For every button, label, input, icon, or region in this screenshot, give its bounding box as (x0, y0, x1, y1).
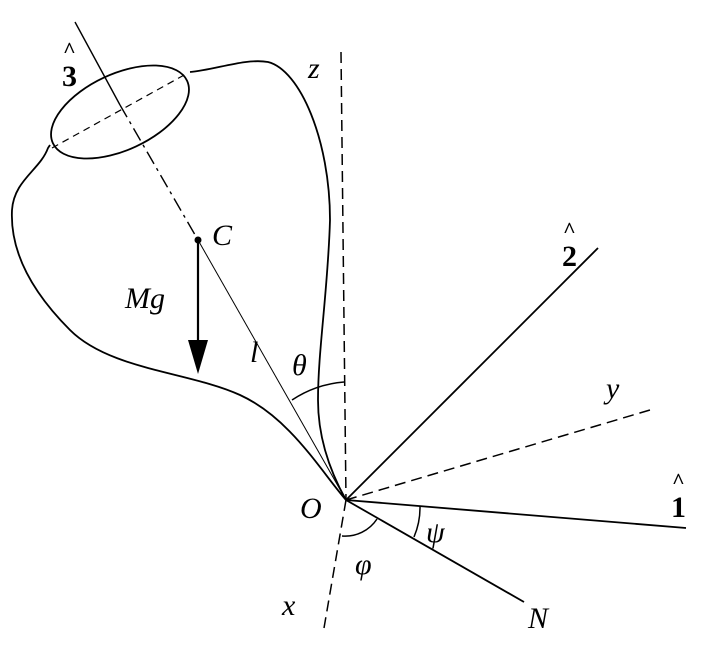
gravity-arrow-head (188, 340, 208, 374)
axis-2-label: 2 (562, 240, 577, 273)
axis-1-label: 1 (671, 491, 686, 524)
phi-arc (341, 518, 378, 537)
length-label: l (250, 336, 258, 369)
line-of-nodes (345, 499, 525, 603)
center-of-mass-label: C (212, 219, 233, 252)
mg-label: Mg (124, 282, 165, 315)
phi-label: φ (355, 548, 372, 581)
axis-3-inner (119, 104, 199, 241)
rim-hidden-diameter (51, 73, 187, 149)
theta-arc (291, 381, 345, 401)
axis-3-lower (197, 239, 347, 501)
psi-label: ψ (426, 516, 446, 549)
axis-1-hat: ^ (672, 468, 685, 493)
y-axis (345, 409, 651, 501)
origin-label: O (300, 492, 322, 525)
x-axis (323, 499, 347, 629)
axis-2-hat: ^ (563, 217, 576, 242)
x-label: x (281, 589, 296, 622)
axis-3-outer (74, 21, 121, 106)
top-body-outline (11, 60, 347, 501)
theta-label: θ (292, 349, 307, 382)
y-label: y (603, 372, 620, 405)
axis-3-label: 3 (62, 60, 77, 93)
psi-arc (413, 505, 421, 538)
axis-1 (345, 499, 687, 529)
axis-2 (345, 247, 599, 501)
n-label: N (527, 602, 550, 635)
axis-3-hat: ^ (63, 37, 76, 62)
top-rim-ellipse (50, 64, 190, 160)
z-axis (340, 51, 347, 501)
z-label: z (307, 52, 320, 85)
